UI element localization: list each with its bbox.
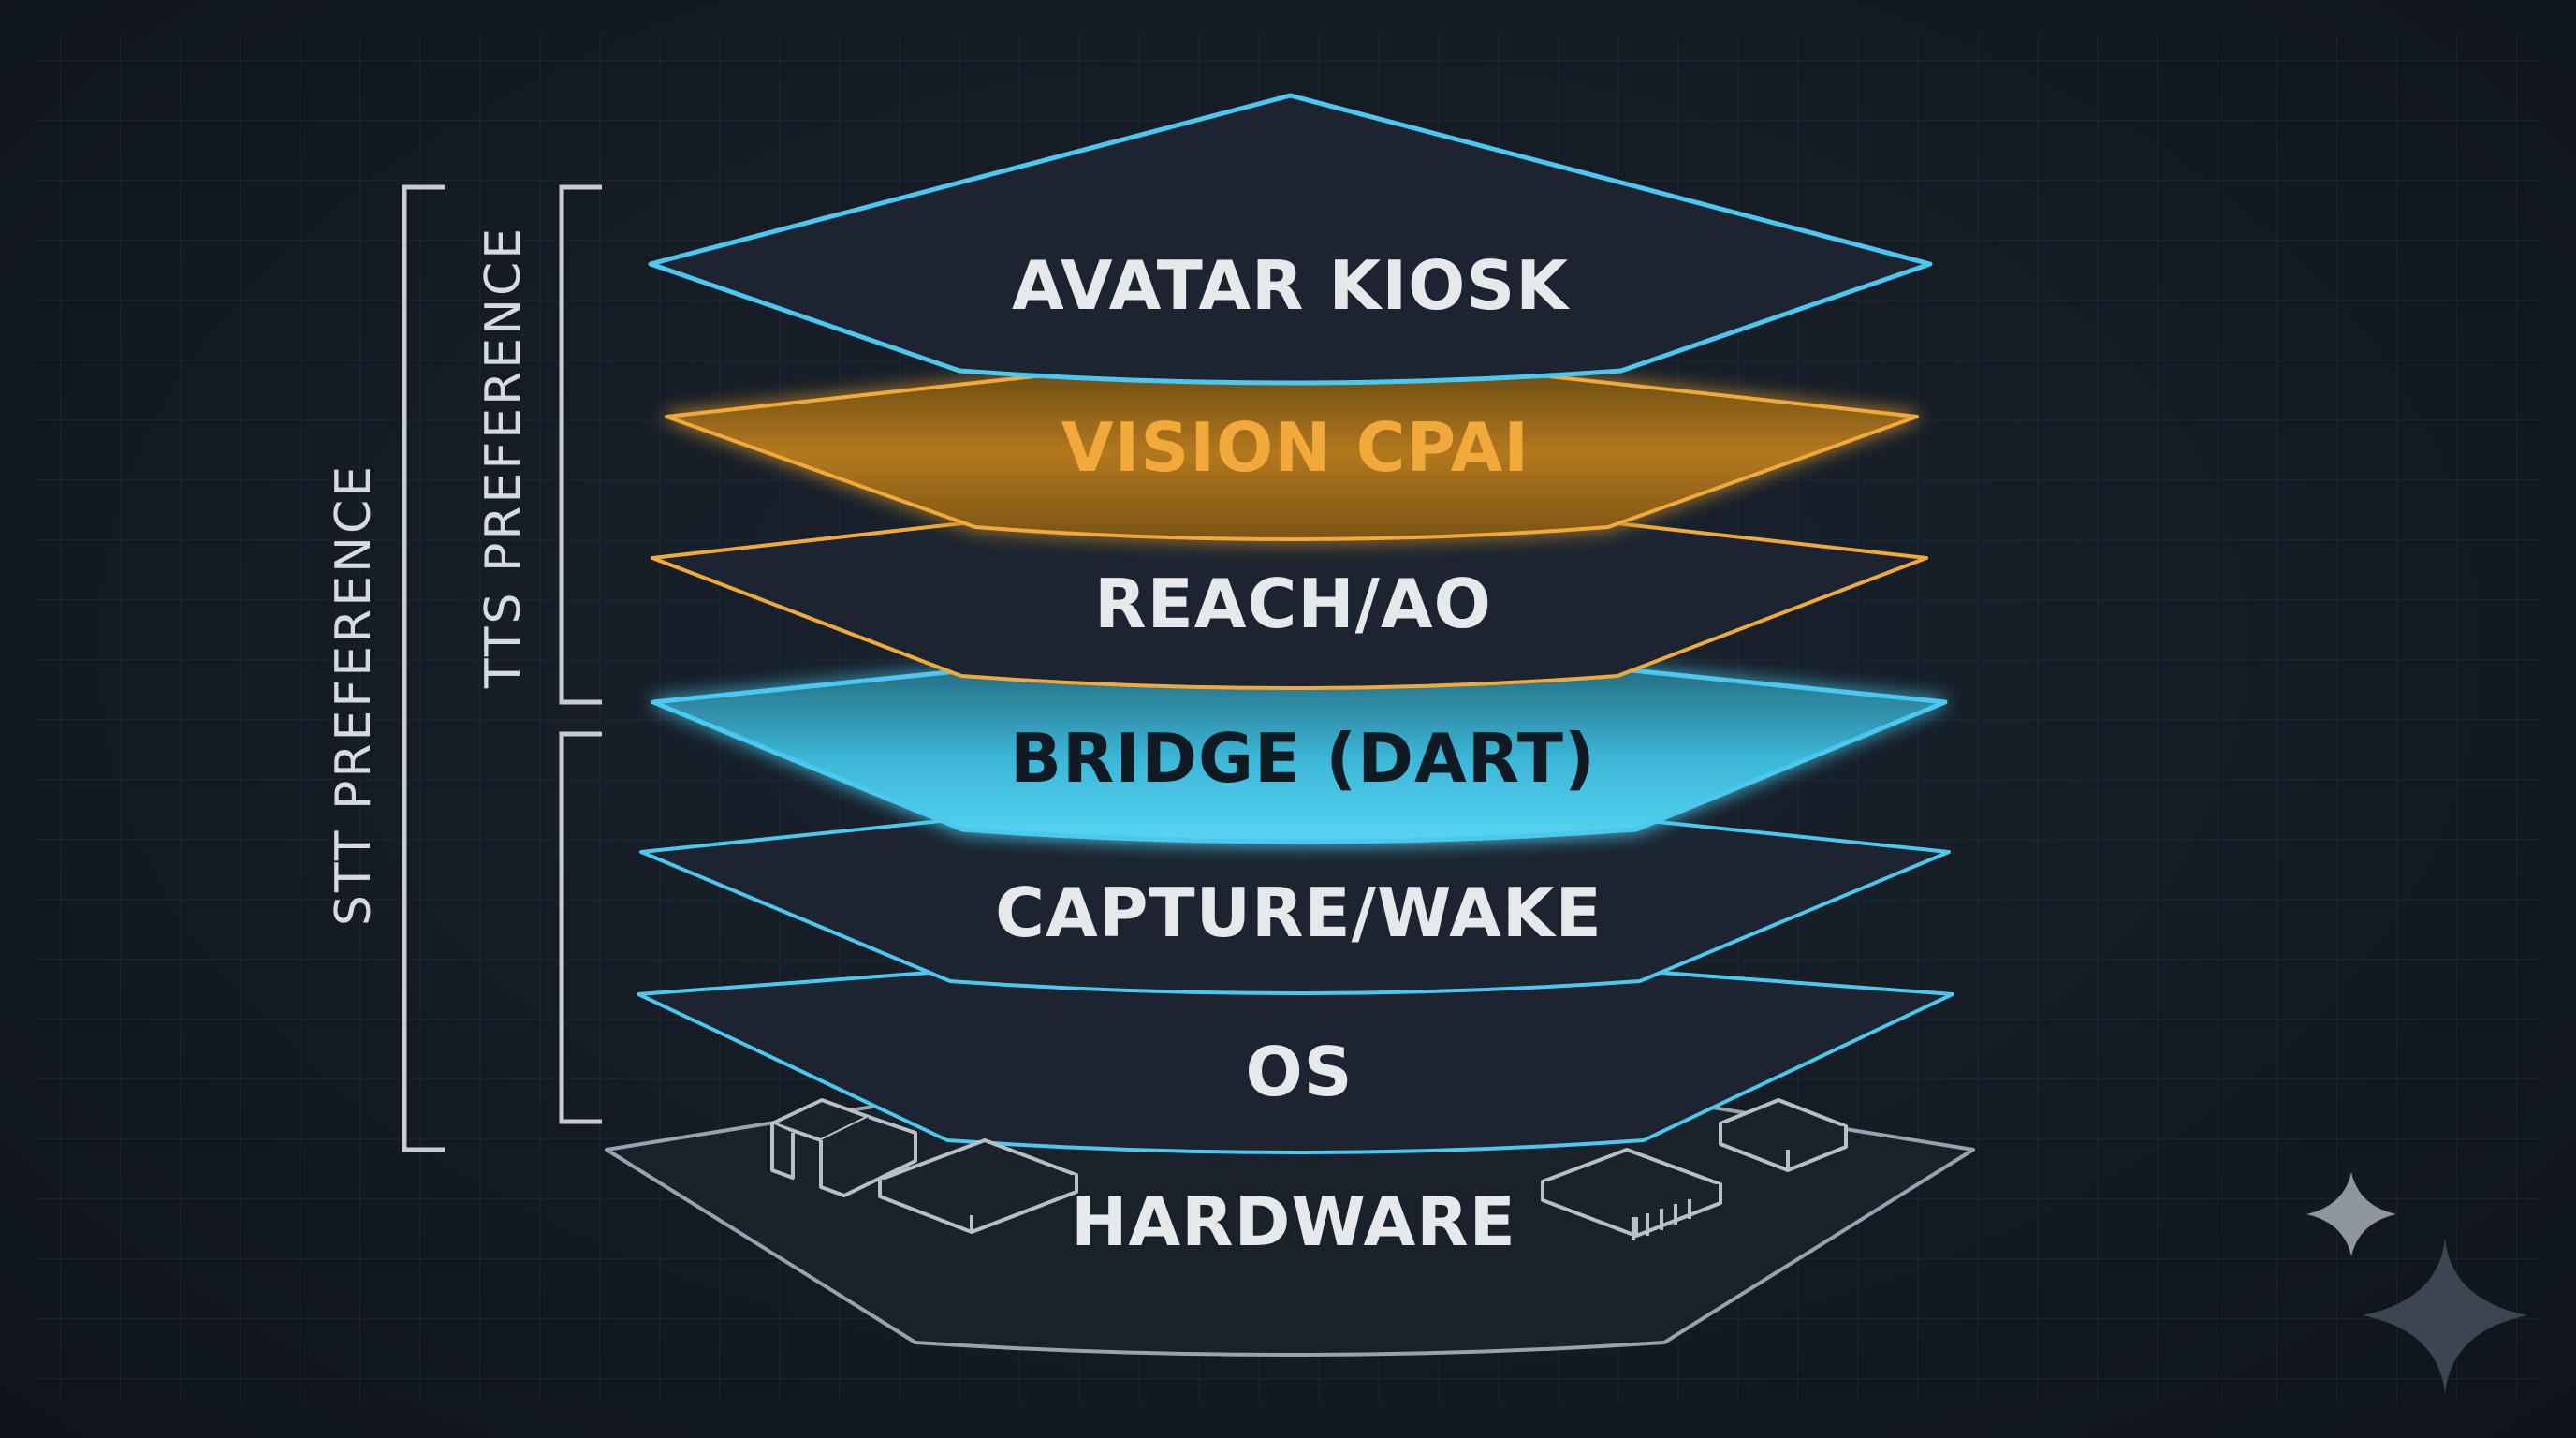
layer-slab — [637, 944, 1954, 1154]
sparkle-icon — [2306, 1172, 2396, 1256]
layer-slab — [648, 93, 1933, 386]
layer-slab — [665, 346, 1919, 541]
layer-label: OS — [1245, 1033, 1353, 1111]
lower-bracket — [559, 731, 602, 1124]
layer-slab — [651, 634, 1948, 844]
layer-label: CAPTURE/WAKE — [995, 873, 1603, 952]
layer-slab — [639, 783, 1951, 995]
tts-bracket: TTS PREFERENCE — [476, 184, 602, 705]
layer-bridge-dart: BRIDGE (DART) — [651, 634, 1948, 844]
layer-os: OS — [637, 944, 1954, 1154]
stt-bracket: STT PREFERENCE — [326, 184, 445, 1152]
stt-preference-label: STT PREFERENCE — [326, 463, 382, 926]
sparkle-icon — [2363, 1238, 2527, 1395]
layer-slab — [651, 485, 1928, 690]
layer-capture-wake: CAPTURE/WAKE — [639, 783, 1951, 995]
layers-group: HARDWARE OS CAPTURE/WAKE BRIDGE (DART) REACH… — [605, 93, 1975, 1357]
layer-vision-cpai: VISION CPAI — [665, 346, 1919, 541]
layer-reach-ao: REACH/AO — [651, 485, 1928, 690]
layer-label: AVATAR KIOSK — [1012, 246, 1570, 325]
layer-avatar-kiosk: AVATAR KIOSK — [648, 93, 1933, 386]
chip-icon — [770, 1098, 1848, 1240]
layer-label: VISION CPAI — [1061, 408, 1530, 487]
layer-label: BRIDGE (DART) — [1010, 719, 1596, 798]
tts-preference-label: TTS PREFERENCE — [476, 226, 532, 689]
layer-label: REACH/AO — [1094, 565, 1492, 643]
layer-label: HARDWARE — [1071, 1182, 1516, 1261]
